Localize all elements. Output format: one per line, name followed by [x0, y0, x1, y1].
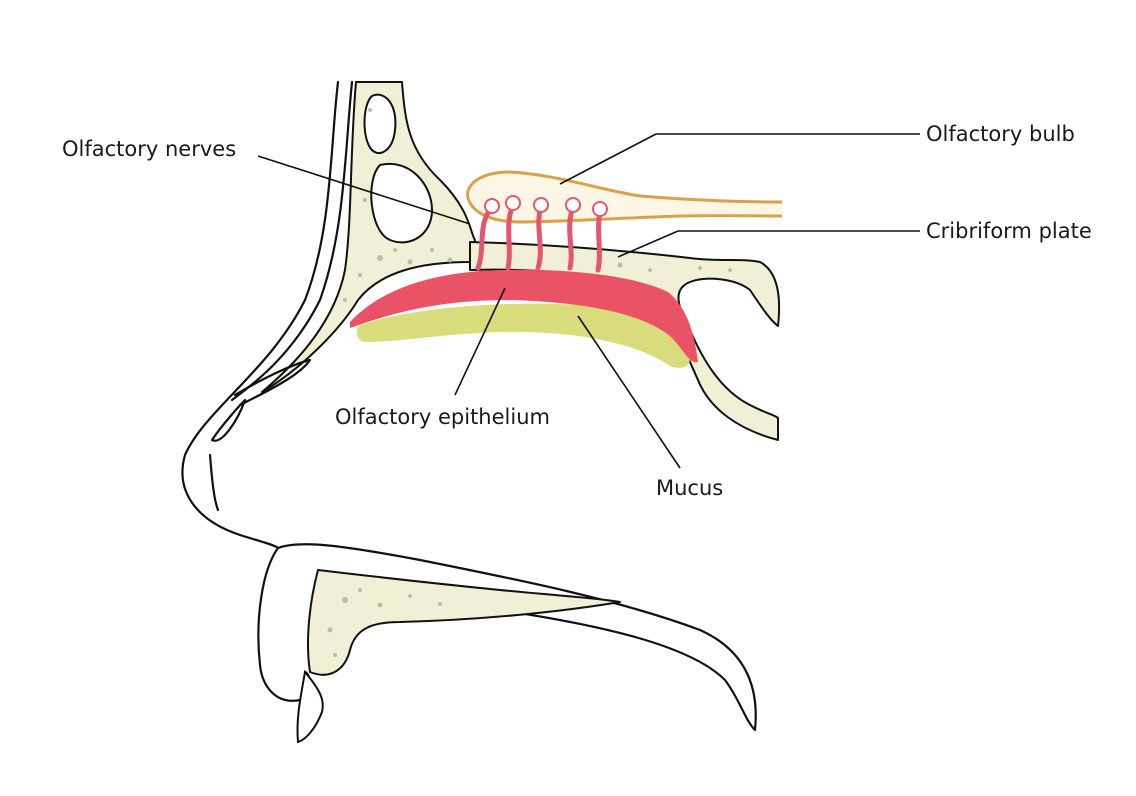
leader-cribriform-plate-angle — [617, 230, 679, 258]
frontal-sinus — [363, 93, 397, 155]
face-profile-outline — [181, 80, 340, 550]
nasal-vestibule-line — [233, 358, 312, 407]
ethmoid-sinus — [370, 162, 434, 244]
olfactory-epithelium-layer — [350, 269, 698, 363]
bone-texture — [343, 108, 732, 302]
alar-cartilage — [210, 398, 247, 442]
upper-lip-outline — [257, 546, 311, 702]
leader-olfactory-nerves — [257, 155, 471, 225]
maxilla-texture — [327, 588, 442, 657]
mucus-layer — [356, 303, 690, 368]
leader-mucus — [577, 315, 681, 469]
nostril-outline — [208, 453, 220, 512]
incisor-tooth — [296, 669, 324, 744]
inner-nasal-bone-outline — [230, 80, 354, 402]
frontal-bone — [261, 81, 476, 393]
label-cribriform-plate: Cribriform plate — [926, 219, 1092, 243]
leader-olfactory-epithelium — [454, 287, 506, 396]
label-olfactory-bulb: Olfactory bulb — [926, 122, 1075, 146]
label-mucus: Mucus — [656, 476, 723, 500]
label-olfactory-nerves: Olfactory nerves — [62, 137, 236, 161]
maxilla-bone — [306, 569, 621, 676]
label-olfactory-epithelium: Olfactory epithelium — [335, 405, 550, 429]
leader-olfactory-bulb-angle — [559, 133, 657, 185]
nerve-endings-in-bulb — [484, 195, 608, 217]
